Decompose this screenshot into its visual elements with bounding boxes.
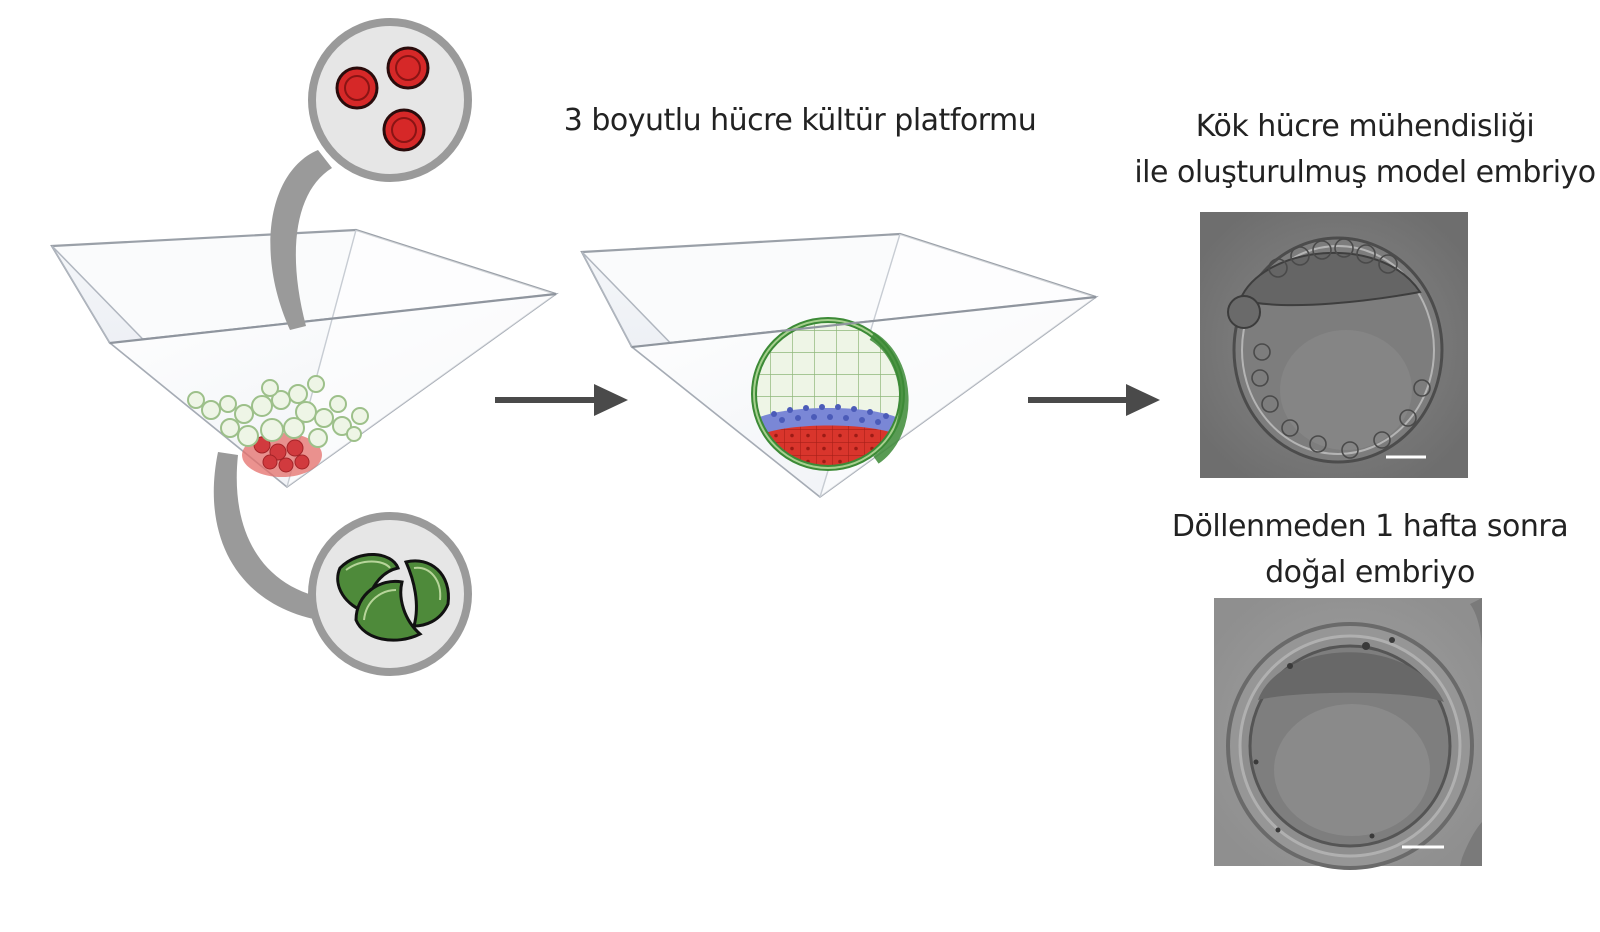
label-model-embryo-line2: ile oluşturulmuş model embriyo [1134, 155, 1596, 190]
label-natural-embryo-line1: Döllenmeden 1 hafta sonra [1171, 509, 1569, 544]
label-culture-platform: 3 boyutlu hücre kültür platformu [560, 98, 1040, 144]
micrograph-natural-embryo [1214, 598, 1482, 870]
label-culture-platform-text: 3 boyutlu hücre kültür platformu [563, 103, 1037, 138]
red-cells-icon [308, 18, 472, 182]
label-model-embryo: Kök hücre mühendisliği ile oluşturulmuş … [1130, 104, 1600, 196]
arrow-icon [495, 384, 628, 416]
label-natural-embryo-line2: doğal embriyo [1265, 555, 1475, 590]
label-model-embryo-line1: Kök hücre mühendisliği [1195, 109, 1535, 144]
arrow-icon-2 [1028, 384, 1160, 416]
label-natural-embryo: Döllenmeden 1 hafta sonra doğal embriyo [1150, 504, 1590, 596]
connector-upper [270, 150, 332, 330]
green-cells-icon [308, 512, 472, 676]
micrograph-model-embryo [1200, 212, 1468, 478]
connector-lower [213, 452, 335, 622]
cell-cluster-left [187, 375, 369, 477]
